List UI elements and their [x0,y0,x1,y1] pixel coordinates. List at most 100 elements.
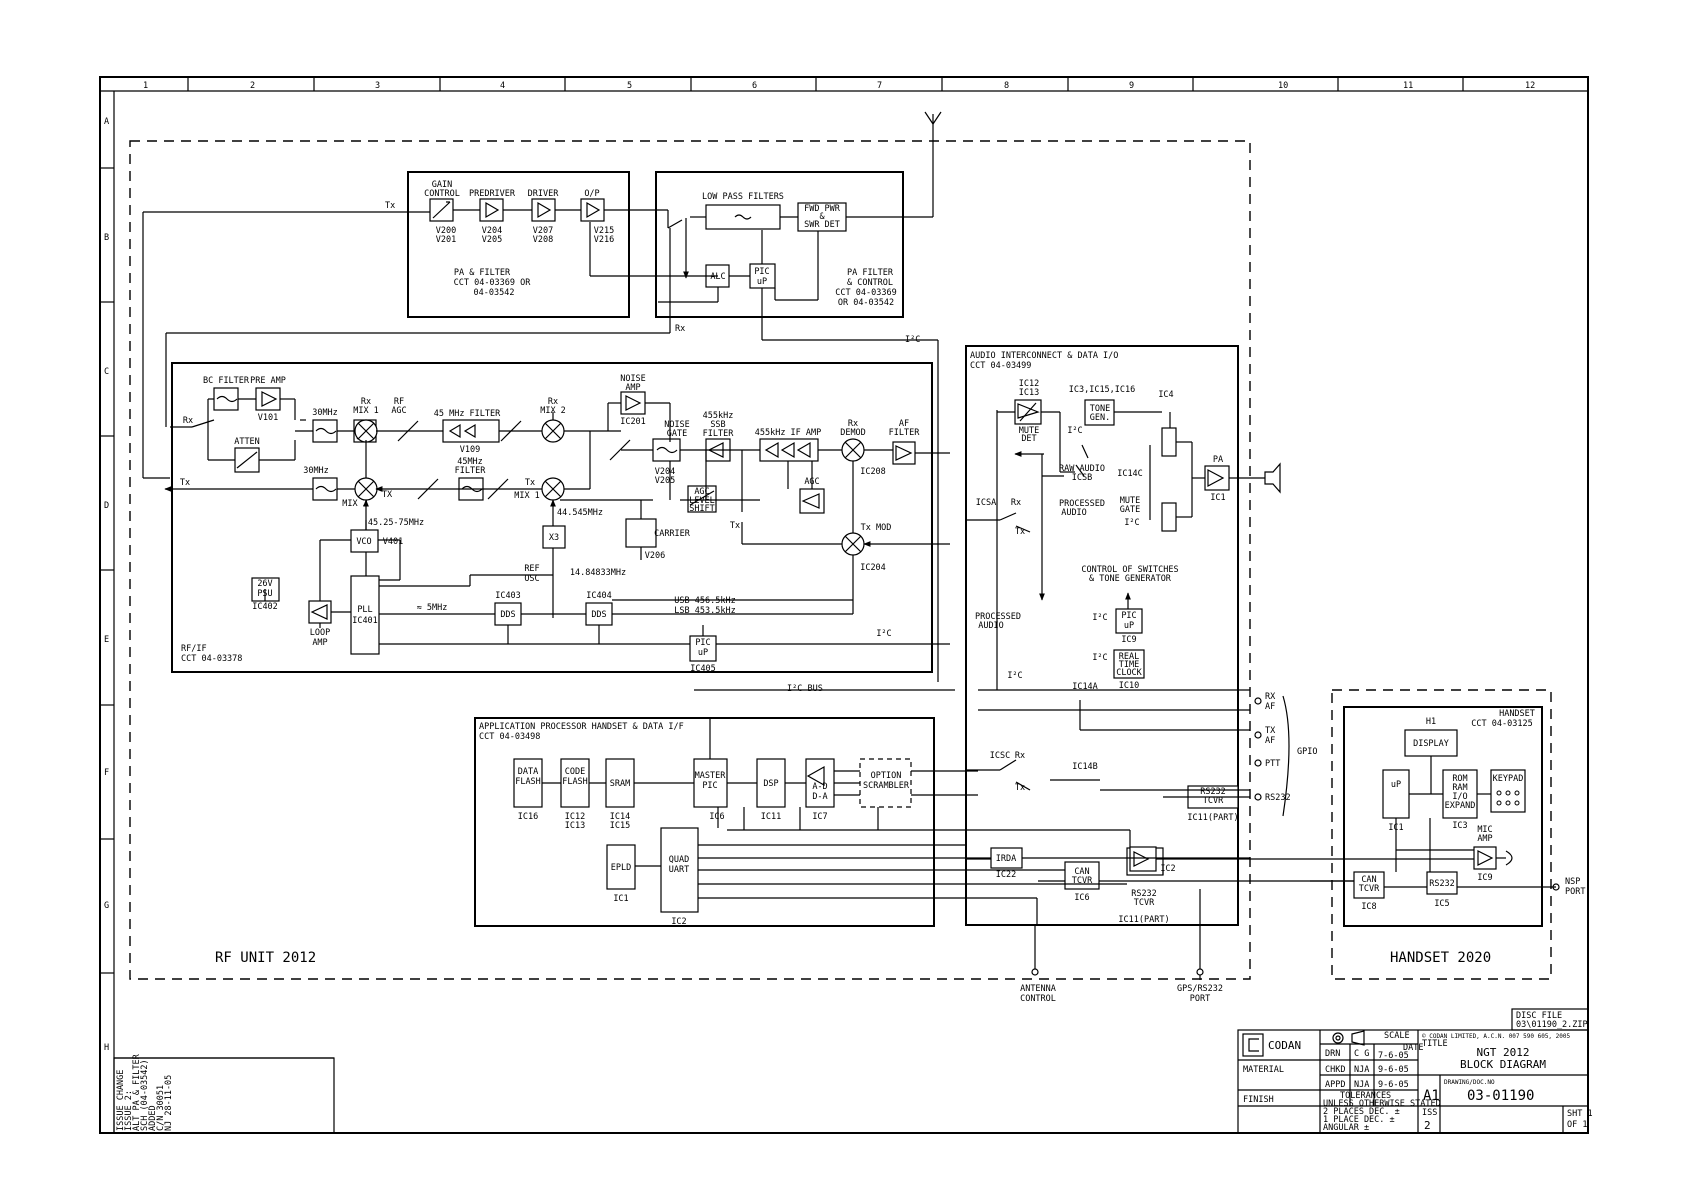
label: 45 MHz FILTER [434,409,501,419]
fwd-label: FWD PWR [804,204,841,214]
antenna-icon [924,111,942,215]
label: 44.545MHz [557,508,603,518]
grid-labels: 1 2 3 4 5 6 7 8 9 10 11 12 A B C D E F G… [104,81,1535,1053]
label: 455kHz [703,411,734,421]
label: TONE [1090,404,1110,414]
port-label: NSP [1565,877,1580,887]
block-ic: IC15 [610,821,630,831]
label: IC10 [1119,681,1139,691]
label: I²C [1007,671,1022,681]
row-label: H [104,1043,109,1053]
stage-part: V204 [482,226,502,236]
label: TIME [1119,660,1139,670]
port-label: GPIO [1297,747,1317,757]
block-label: MASTER [695,771,727,781]
label: RF [394,397,404,407]
finish-label: FINISH [1243,1095,1274,1105]
label: MIX 2 [342,499,368,509]
label: MIX 2 [540,406,566,416]
epld-ic: IC1 [613,894,628,904]
label: Tx [525,478,535,488]
pa-filter-cct: CCT 04-03369 OR [454,278,532,288]
label: DEMOD [840,428,866,438]
stage-name: O/P [584,189,599,199]
label: IC14A [1072,682,1098,692]
label: CAN [1361,875,1376,885]
port-label: GPS/RS232 [1177,984,1223,994]
disc-file-name: 03\01190_2.ZIP [1516,1020,1588,1030]
label: MIX 1 [353,406,379,416]
pa-control-title: PA FILTER [847,268,894,278]
drn-date: 7-6-05 [1378,1051,1409,1061]
pa-control-block: LOW PASS FILTERS FWD PWR & SWR DET ALC P… [589,171,934,318]
label: I²C [876,629,891,639]
label: CLOCK [1116,668,1142,678]
label: GEN. [1090,413,1110,423]
port-label: RS232 [1265,793,1291,803]
port-label: TX [1265,726,1276,736]
label: EXPAND [1445,801,1476,811]
issue-text: C/N 30051 [156,1085,166,1131]
label: REF [524,564,539,574]
stage-part: V207 [533,226,553,236]
label: 45MHz [457,457,483,467]
signal-lines [142,211,955,691]
label: TX [382,490,393,500]
pa-control-cct: OR 04-03542 [838,298,894,308]
row-label: B [104,233,109,243]
label: IC14B [1072,762,1098,772]
material-label: MATERIAL [1243,1065,1284,1075]
label: Rx [1015,751,1025,761]
label: V205 [655,476,675,486]
label: CARRIER [654,529,691,539]
drawing-no-label: DRAWING/DOC.NO [1444,1079,1495,1086]
label: ≈ 5MHz [417,603,448,613]
tolerances: 2 PLACES DEC. ± [1323,1107,1400,1117]
tx-signal-label: Tx [385,201,395,211]
app-cct: CCT 04-03498 [479,732,540,742]
alc-label: ALC [710,272,725,282]
col-label: 7 [877,81,882,91]
chkd-by: NJA [1354,1065,1369,1075]
tolerances: ANGULAR ± [1323,1123,1369,1133]
label: IC13 [1019,388,1039,398]
label: RAW AUDIO [1059,464,1105,474]
sheet-border [99,76,1589,1134]
handset-cct: CCT 04-03125 [1471,719,1532,729]
app-processor-block: DATA FLASH IC16 CODE FLASH IC12 IC13 SRA… [474,717,1131,927]
label: IC22 [996,870,1016,880]
handset-block: HANDSET CCT 04-03125 H1 DISPLAY uP IC1 R… [1310,706,1556,927]
i2c-label: I²C [905,335,920,345]
label: Tx [1015,527,1025,537]
label: PIC [695,638,710,648]
handset-unit-label: HANDSET 2020 [1390,950,1491,966]
audio-title: AUDIO INTERCONNECT & DATA I/O [970,351,1118,361]
appd-label: APPD [1325,1080,1345,1090]
label: RAM [1452,783,1467,793]
block-ic: IC6 [709,812,724,822]
label: NOISE [664,420,690,430]
date-label: DATE [1403,1043,1423,1053]
epld-label: EPLD [611,863,631,873]
block-label: DSP [763,779,778,789]
label: Tx MOD [861,523,892,533]
port-label: PORT [1190,994,1210,1004]
label: MIX 1 [514,491,540,501]
label: Rx [548,397,558,407]
label: MUTE [1120,496,1140,506]
block-ic: IC14 [610,812,630,822]
label: LSB 453.5kHz [674,606,735,616]
label: PROCESSED [1059,499,1105,509]
issue-change-box: ISSUE CHANGE ISSUE 2: ALT PA & FILTER SC… [113,1053,335,1134]
label: 455kHz IF AMP [755,428,822,438]
col-label: 12 [1525,81,1535,91]
rf-unit-outline [129,140,1251,980]
sheet-label: OF 1 [1567,1120,1587,1130]
label: NOISE [620,374,646,384]
label: ROM [1452,774,1467,784]
drn-by: C G [1354,1049,1369,1059]
block-label: CODE [565,767,585,777]
label: uP [698,648,708,658]
label: AMP [312,638,327,648]
label: BC FILTER [203,376,250,386]
